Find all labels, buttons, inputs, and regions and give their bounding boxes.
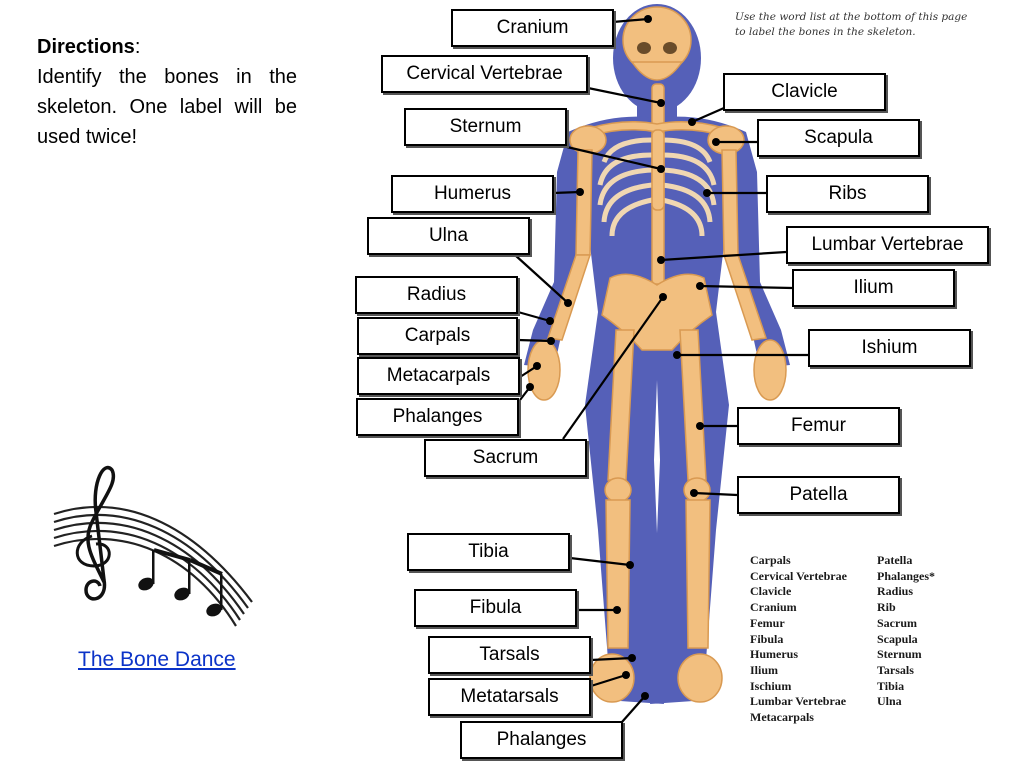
label-sacrum: Sacrum [424,439,587,477]
left-patella [604,477,632,503]
word-list-item: Scapula [877,631,918,646]
label-tibia: Tibia [407,533,570,571]
word-list-item: Sacrum [877,615,917,630]
word-list-item: Tibia [877,678,905,693]
right-humerus [721,149,739,256]
word-list-item: Ulna [877,694,902,709]
word-list-item: Carpals [750,553,791,567]
right-patella [683,477,711,503]
label-phalanges-hand: Phalanges [356,398,519,436]
bone-dance-link[interactable]: The Bone Dance [78,648,236,671]
left-forearm [547,254,592,341]
label-metacarpals: Metacarpals [357,357,520,395]
word-list-item: Patella [877,553,913,567]
jaw-bone [630,61,684,81]
left-eye-socket [637,42,651,54]
label-cranium: Cranium [451,9,614,47]
label-clavicle: Clavicle [723,73,886,111]
right-foot [677,653,723,703]
directions-text: Directions: Identify the bones in the sk… [37,32,297,152]
label-femur: Femur [737,407,900,445]
label-scapula: Scapula [757,119,920,157]
label-ilium: Ilium [792,269,955,307]
label-patella: Patella [737,476,900,514]
word-list-item: Lumbar Vertebrae [750,694,847,709]
right-tibia-fibula [685,499,711,649]
label-fibula: Fibula [414,589,577,627]
word-list-item: Humerus [750,647,798,662]
label-cervical-vertebrae: Cervical Vertebrae [381,55,588,93]
left-humerus [575,149,593,256]
leader-dots [526,15,720,700]
word-list-item: Tarsals [877,662,914,677]
label-humerus: Humerus [391,175,554,213]
word-list-column-2: Patella Phalanges* Radius Rib Sacrum Sca… [877,553,935,710]
word-list-item: Fibula [750,631,784,646]
word-list-item: Ischium [750,678,792,693]
bones [527,6,787,703]
word-list-item: Cervical Vertebrae [750,568,847,583]
word-list-item: Clavicle [750,584,792,599]
left-tibia-fibula [605,499,631,649]
word-list-column-1: Carpals Cervical Vertebrae Clavicle Cran… [750,553,847,726]
label-lumbar-vertebrae: Lumbar Vertebrae [786,226,989,264]
label-carpals: Carpals [357,317,518,355]
directions-title: Directions [37,36,135,58]
directions-body: Identify the bones in the skeleton. One … [37,66,297,148]
label-ulna: Ulna [367,217,530,255]
word-list-item: Radius [877,584,914,599]
word-list-item: Rib [877,600,896,615]
label-radius: Radius [355,276,518,314]
label-phalanges-foot: Phalanges [460,721,623,759]
label-tarsals: Tarsals [428,636,591,674]
word-list-item: Metacarpals [750,710,814,725]
label-ishium: Ishium [808,329,971,367]
right-eye-socket [663,42,677,54]
right-hand [753,339,787,401]
word-list-item: Cranium [750,600,797,615]
word-list-item: Ilium [750,662,779,677]
worksheet-instruction: Use the word list at the bottom of this … [735,11,968,38]
label-ribs: Ribs [766,175,929,213]
word-list-item: Sternum [877,647,922,662]
label-sternum: Sternum [404,108,567,146]
word-list-item: Phalanges* [877,568,936,583]
music-notes-icon [53,466,253,627]
word-list-item: Femur [750,615,785,630]
ribcage [597,137,717,237]
label-metatarsals: Metatarsals [428,678,591,716]
right-femur [679,329,707,481]
